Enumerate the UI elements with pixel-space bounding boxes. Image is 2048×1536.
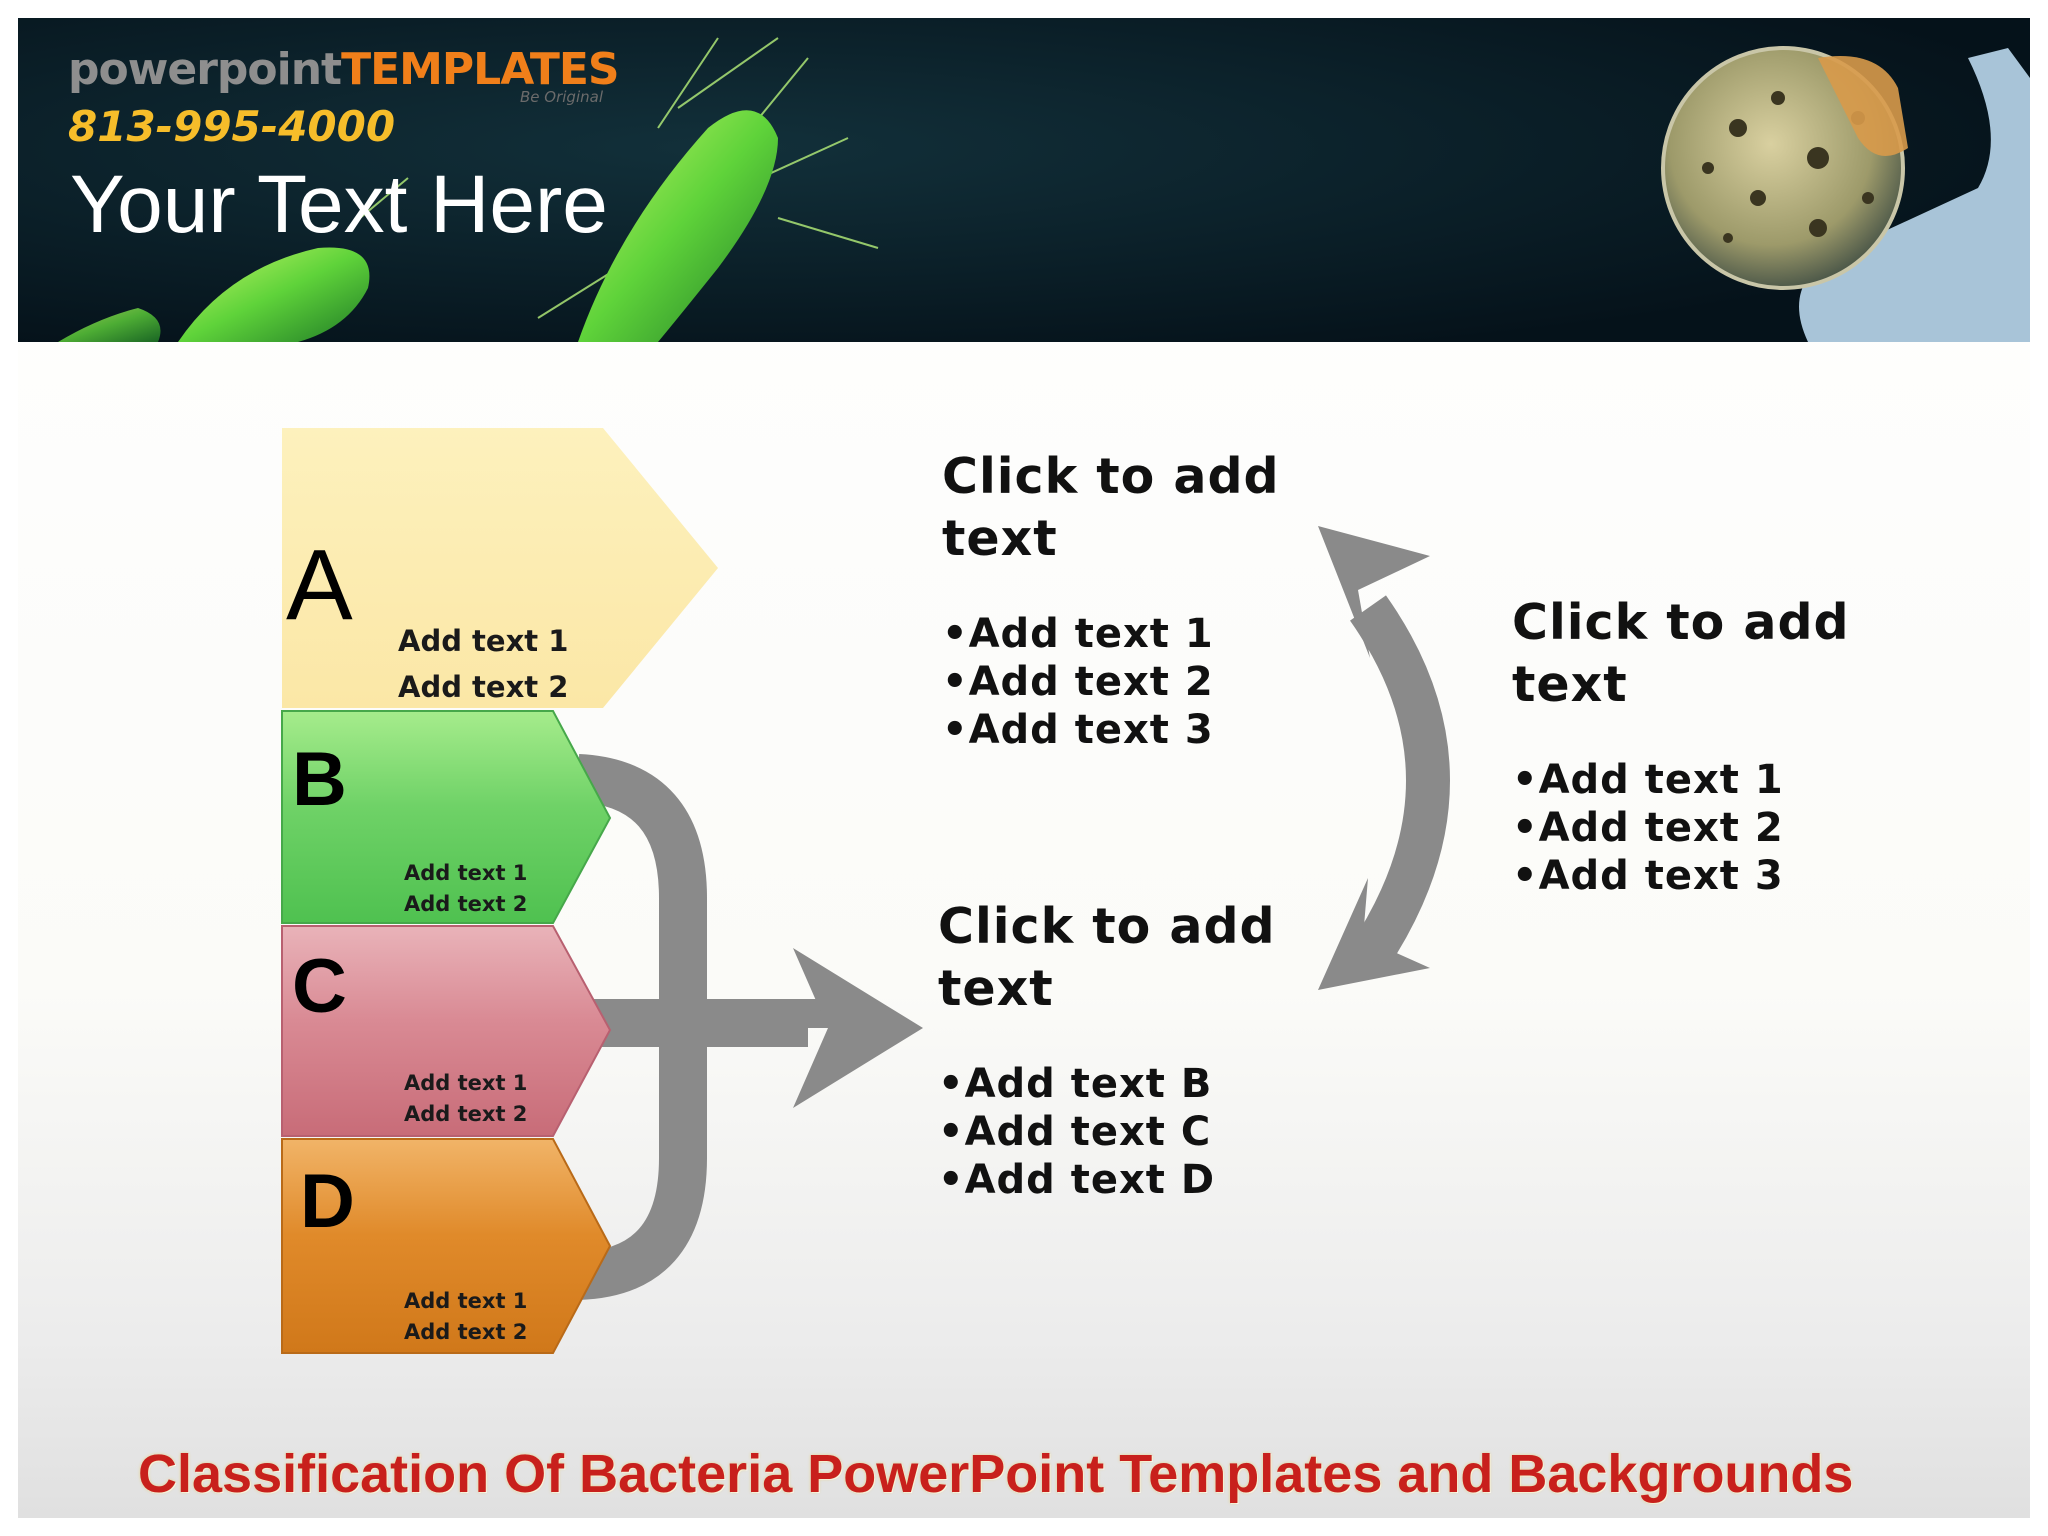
chevron-c-shape[interactable] [281, 925, 612, 1137]
chevron-a-line2: Add text 2 [398, 670, 569, 704]
header-banner: powerpointTEMPLATES Be Original 813-995-… [18, 18, 2030, 342]
text-block-middle-list: Add text B Add text C Add text D [938, 1060, 1276, 1204]
brand-tagline: Be Original [520, 88, 603, 106]
text-block-middle[interactable]: Click to add text Add text B Add text C … [938, 896, 1276, 1204]
brand-logo-part1: powerpoint [68, 44, 342, 95]
list-item: Add text B [938, 1060, 1276, 1108]
chevron-d-text: Add text 1 Add text 2 [404, 1286, 527, 1348]
text-block-right-heading-line1: Click to add [1512, 594, 1850, 651]
text-block-right[interactable]: Click to add text Add text 1 Add text 2 … [1512, 592, 1850, 900]
list-item: Add text 2 [942, 658, 1280, 706]
process-diagram [281, 428, 1450, 1354]
list-item: Add text C [938, 1108, 1276, 1156]
bacteria-banner-image [18, 18, 2030, 342]
chevron-b-shape[interactable] [281, 710, 612, 924]
chevron-c-letter: C [292, 944, 347, 1029]
merge-arrow-head [793, 948, 923, 1108]
slide: powerpointTEMPLATES Be Original 813-995-… [18, 18, 2030, 1518]
chevron-a-text: Add text 1 Add text 2 [398, 618, 568, 710]
list-item: Add text 3 [1512, 852, 1850, 900]
chevron-d-shape[interactable] [281, 1138, 612, 1354]
list-item: Add text D [938, 1156, 1276, 1204]
text-block-top-list: Add text 1 Add text 2 Add text 3 [942, 610, 1280, 754]
brand-logo: powerpointTEMPLATES [68, 44, 620, 95]
cycle-arrow-curve [1349, 595, 1450, 971]
chevron-b-text: Add text 1 Add text 2 [404, 858, 527, 920]
chevron-b-line1: Add text 1 [404, 861, 528, 885]
chevron-d-line1: Add text 1 [404, 1289, 528, 1313]
chevron-a-line1: Add text 1 [398, 624, 569, 658]
text-block-top[interactable]: Click to add text Add text 1 Add text 2 … [942, 446, 1280, 754]
merge-arrow-shaft [578, 999, 832, 1047]
chevron-c-text: Add text 1 Add text 2 [404, 1068, 527, 1130]
list-item: Add text 1 [1512, 756, 1850, 804]
phone-number: 813-995-4000 [68, 102, 396, 151]
cycle-arrow-head-down [1318, 878, 1430, 990]
chevron-b-line2: Add text 2 [404, 892, 528, 916]
text-block-right-heading-line2: text [1512, 656, 1628, 713]
text-block-top-heading-line1: Click to add [942, 448, 1280, 505]
chevron-d-line2: Add text 2 [404, 1320, 528, 1344]
chevron-c-line2: Add text 2 [404, 1102, 528, 1126]
footer-title: Classification Of Bacteria PowerPoint Te… [138, 1444, 1854, 1504]
list-item: Add text 1 [942, 610, 1280, 658]
brand-logo-part2: TEMPLATES [341, 44, 620, 95]
list-item: Add text 3 [942, 706, 1280, 754]
text-block-top-heading-line2: text [942, 510, 1058, 567]
text-block-middle-heading-line2: text [938, 960, 1054, 1017]
cycle-arrow-head-up [1318, 526, 1430, 658]
chevron-a-letter: A [286, 529, 353, 641]
text-block-middle-heading-line1: Click to add [938, 898, 1276, 955]
text-block-right-list: Add text 1 Add text 2 Add text 3 [1512, 756, 1850, 900]
slide-title[interactable]: Your Text Here [70, 159, 608, 250]
chevron-d-letter: D [300, 1159, 355, 1244]
list-item: Add text 2 [1512, 804, 1850, 852]
chevron-a-shape[interactable] [282, 428, 718, 708]
chevron-c-line1: Add text 1 [404, 1071, 528, 1095]
chevron-b-letter: B [292, 737, 347, 822]
